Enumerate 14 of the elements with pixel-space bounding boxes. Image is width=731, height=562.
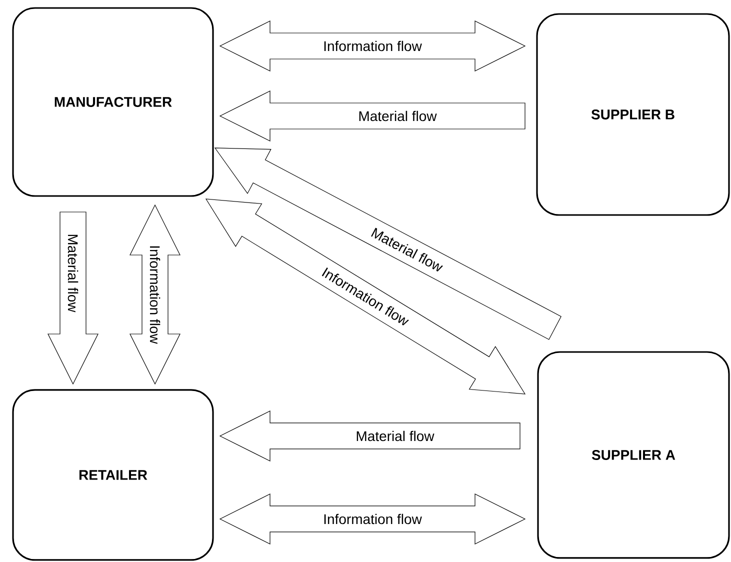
- block-arrow: [219, 90, 526, 142]
- rounded-box: SUPPLIER A: [537, 351, 730, 559]
- rounded-box: MANUFACTURER: [12, 7, 214, 197]
- block-arrow: [48, 212, 98, 385]
- rounded-box: SUPPLIER B: [536, 13, 730, 216]
- block-arrow: [219, 410, 520, 462]
- edge-label: Material flow: [359, 110, 437, 122]
- edge-label: Information flow: [324, 514, 422, 524]
- block-arrow: [214, 148, 562, 340]
- rounded-box: RETAILER: [12, 389, 214, 561]
- edge-label: Information flow: [324, 40, 422, 52]
- edge-label: Material flow: [68, 234, 78, 312]
- edge-label: Material flow: [356, 430, 434, 442]
- edge-label: Information flow: [150, 246, 160, 344]
